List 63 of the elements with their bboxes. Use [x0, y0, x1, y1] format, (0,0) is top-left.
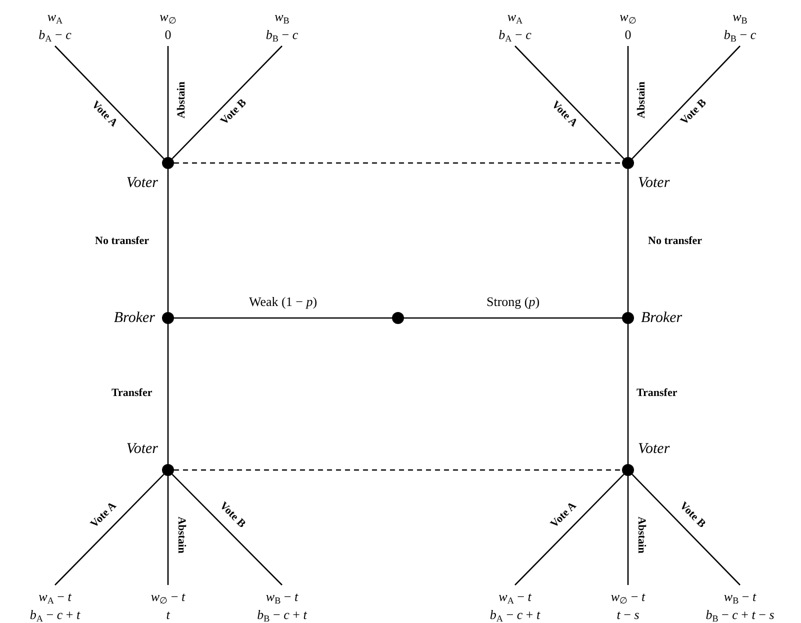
edge-label: Abstain	[174, 80, 187, 120]
tree-branch	[174, 317, 392, 319]
decision-node	[162, 464, 174, 476]
payoff-value: w$_{∅}$	[620, 8, 636, 26]
payoff-value: b$_{A}$ − c	[498, 26, 532, 44]
decision-node	[622, 464, 634, 476]
payoff-value: w$_{A}$ − t	[498, 588, 532, 606]
payoff-value: w$_{B}$	[732, 8, 748, 26]
payoff-value: w$_{A}$	[507, 8, 523, 26]
tree-branch	[632, 46, 740, 160]
edge-label: Abstain	[634, 80, 647, 120]
tree-branch	[514, 46, 624, 160]
payoff-value: b$_{A}$ − c + t	[30, 606, 80, 623]
payoff-value: w$_{∅}$ − t	[150, 588, 186, 606]
tree-branch	[167, 46, 169, 157]
edge-label: Transfer	[110, 387, 154, 399]
tree-branch	[627, 476, 629, 585]
edge-label: Transfer	[636, 387, 678, 399]
tree-branch	[514, 474, 624, 586]
decision-node	[622, 157, 634, 169]
edge-label: No transfer	[94, 235, 150, 247]
payoff-value: b$_{B}$ − c	[724, 26, 756, 44]
tree-branch	[167, 169, 169, 312]
tree-branch	[172, 474, 282, 586]
payoff-value: w$_{∅}$	[160, 8, 176, 26]
payoff-value: t	[166, 606, 170, 623]
tree-branch	[167, 476, 169, 585]
tree-branch	[627, 169, 629, 312]
tree-branch	[172, 46, 282, 160]
payoff-value: w$_{A}$	[47, 8, 63, 26]
payoff-value: 0	[164, 26, 172, 44]
tree-branch	[404, 317, 622, 319]
player-label: Broker	[641, 310, 682, 326]
information-set-line	[174, 162, 622, 164]
payoff-value: b$_{B}$ − c + t − s	[706, 606, 774, 623]
decision-node	[622, 312, 634, 324]
payoff-value: b$_{B}$ − c	[266, 26, 298, 44]
decision-node	[162, 157, 174, 169]
player-label: Voter	[126, 441, 158, 458]
tree-branch	[54, 474, 164, 586]
payoff-value: w$_{B}$	[274, 8, 290, 26]
payoff-value: b$_{A}$ − c	[38, 26, 72, 44]
payoff-value: b$_{B}$ − c + t	[257, 606, 307, 623]
payoff-value: w$_{B}$ − t	[266, 588, 298, 606]
tree-branch	[54, 46, 164, 160]
payoff-value: w$_{A}$ − t	[38, 588, 72, 606]
payoff-value: w$_{B}$ − t	[724, 588, 756, 606]
chance-node	[392, 312, 404, 324]
information-set-line	[174, 469, 622, 471]
player-label: Voter	[638, 441, 670, 458]
tree-branch	[167, 324, 169, 464]
payoff-value: b$_{A}$ − c + t	[490, 606, 540, 623]
tree-branch	[627, 324, 629, 464]
decision-node	[162, 312, 174, 324]
payoff-value: t − s	[616, 606, 640, 623]
edge-label: No transfer	[647, 235, 704, 247]
player-label: Voter	[638, 175, 670, 192]
payoff-value: w$_{∅}$ − t	[610, 588, 646, 606]
tree-branch	[632, 474, 740, 586]
tree-branch	[627, 46, 629, 157]
payoff-value: 0	[624, 26, 632, 44]
player-label: Voter	[126, 175, 158, 192]
player-label: Broker	[114, 310, 155, 326]
